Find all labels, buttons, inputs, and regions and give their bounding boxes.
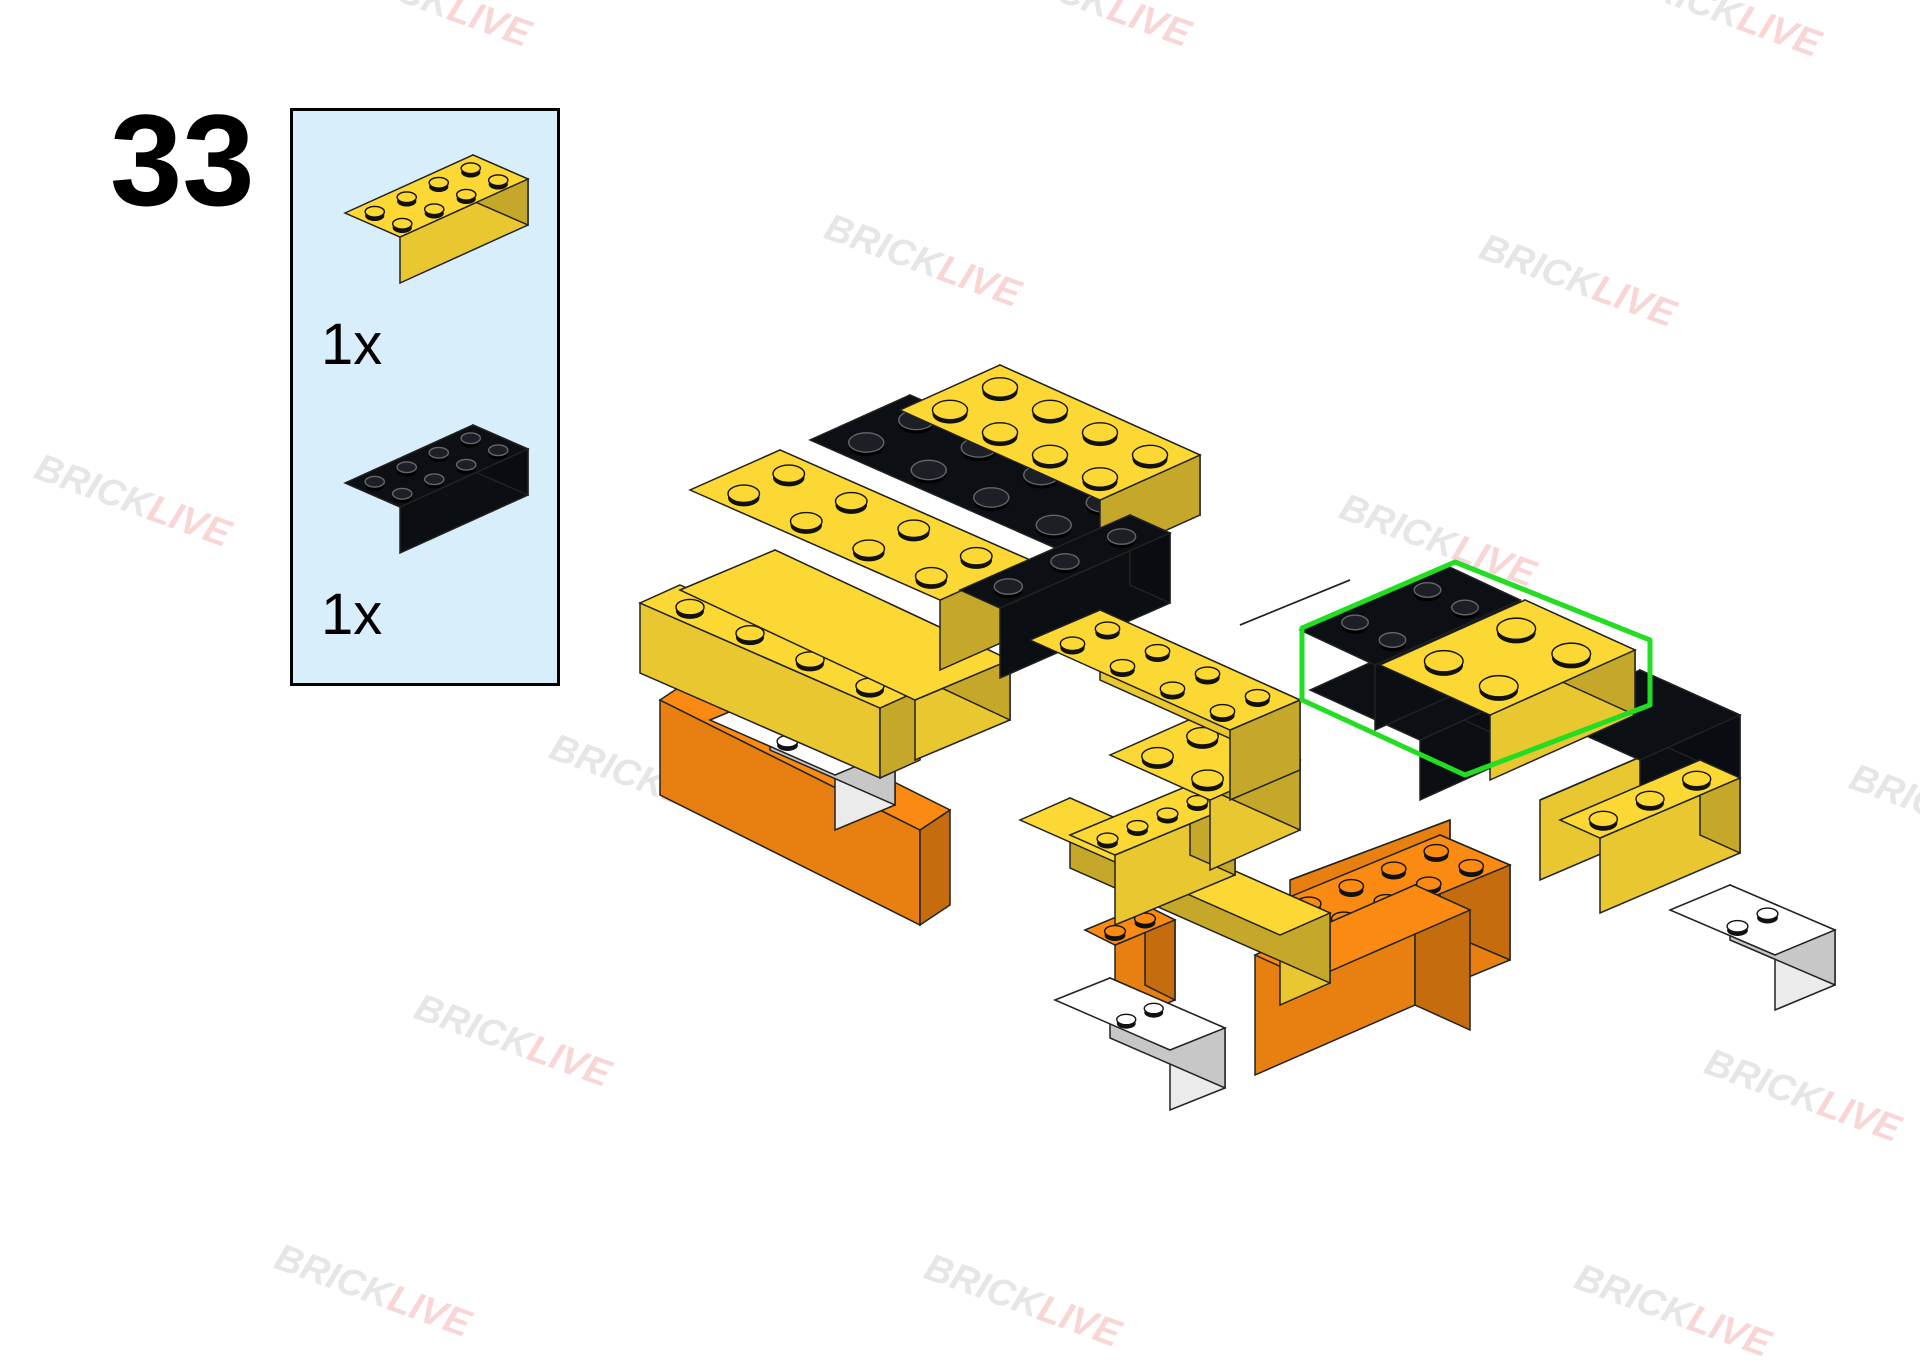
yellow-brick-left <box>638 584 922 780</box>
yellow-brick <box>343 153 530 285</box>
new-yellow-brick <box>1378 598 1637 782</box>
black-brick-2x4-icon <box>343 423 530 555</box>
part-quantity: 1x <box>321 312 383 377</box>
part-quantity: 1x <box>321 582 383 647</box>
yellow-ridge <box>1239 579 1351 626</box>
step-number: 33 <box>110 87 255 233</box>
yellow-top-left <box>688 448 1032 672</box>
yellow-top-back <box>898 363 1202 562</box>
yellow-left-top <box>678 548 1012 762</box>
new-bricks-highlight <box>1298 559 1653 782</box>
black-brick <box>343 423 530 555</box>
white-brick-front <box>1053 976 1227 1112</box>
part-black-brick <box>315 411 545 581</box>
parts-list: 1x 1x <box>290 108 560 686</box>
yellow-brick-2x4-icon <box>343 153 530 285</box>
part-yellow-brick <box>315 141 545 311</box>
yellow-far-right <box>1558 758 1742 915</box>
yellow-top-mid <box>1028 608 1302 802</box>
white-brick-right <box>1668 883 1837 1012</box>
